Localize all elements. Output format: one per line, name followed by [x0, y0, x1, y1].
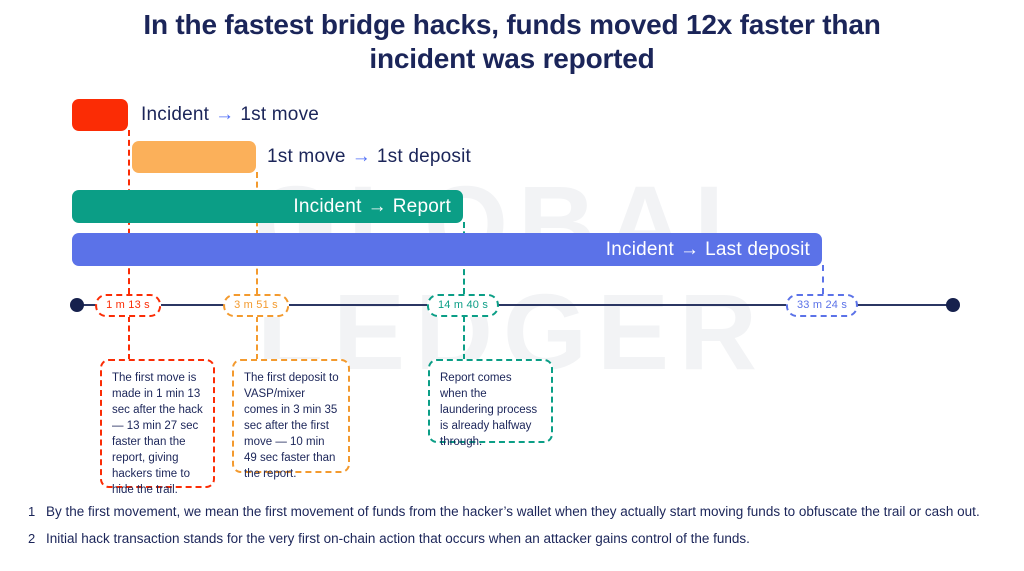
bar-incident-to-report[interactable]: Incident→Report	[72, 190, 463, 223]
bar-label-to-3: Last deposit	[705, 238, 810, 260]
bar-label-from-0: Incident	[141, 104, 210, 125]
note-first-move: The first move is made in 1 min 13 sec a…	[100, 359, 215, 496]
axis-end-dot	[946, 298, 960, 312]
bar-label-incident-to-first-move: Incident→1st move	[141, 104, 319, 126]
footnote-1: 1 By the first movement, we mean the fir…	[28, 503, 996, 521]
connector-line-1st-move-lower	[128, 316, 130, 360]
timeline-axis	[77, 304, 953, 306]
footnote-1-text: By the first movement, we mean the first…	[46, 504, 980, 519]
footnotes: 1 By the first movement, we mean the fir…	[28, 503, 996, 557]
axis-start-dot	[70, 298, 84, 312]
page-title: In the fastest bridge hacks, funds moved…	[143, 9, 881, 74]
arrow-icon-2: →	[367, 195, 387, 217]
axis-tick-33m24s[interactable]: 33 m 24 s	[785, 294, 859, 317]
axis-tick-1m13s[interactable]: 1 m 13 s	[95, 294, 161, 317]
bar-first-move-to-first-deposit[interactable]	[132, 141, 256, 173]
connector-line-last-deposit	[822, 265, 824, 294]
axis-tick-3m51s[interactable]: 3 m 51 s	[223, 294, 289, 317]
bar-label-to-2: Report	[392, 195, 451, 217]
connector-line-report-lower	[463, 316, 465, 360]
bar-label-from-1: 1st move	[267, 146, 346, 167]
footnote-2-text: Initial hack transaction stands for the …	[46, 531, 750, 546]
footnote-1-number: 1	[28, 504, 36, 519]
bar-label-to-0: 1st move	[240, 104, 320, 125]
connector-line-1st-deposit-lower	[256, 316, 258, 360]
timeline-chart: Incident→1st move 1st move→1st deposit I…	[70, 99, 960, 496]
arrow-icon-1: →	[351, 146, 371, 167]
bar-label-incident-to-last-deposit: Incident→Last deposit	[606, 239, 822, 261]
axis-tick-14m40s[interactable]: 14 m 40 s	[426, 294, 500, 317]
bar-label-from-3: Incident	[605, 238, 674, 260]
bar-label-to-1: 1st deposit	[376, 146, 471, 167]
note-report: Report comes when the laundering process…	[428, 359, 553, 448]
footnote-2-number: 2	[28, 531, 36, 546]
bar-label-first-move-to-first-deposit: 1st move→1st deposit	[267, 146, 471, 168]
bar-incident-to-last-deposit[interactable]: Incident→Last deposit	[72, 233, 822, 266]
bar-incident-to-first-move[interactable]	[72, 99, 128, 131]
bar-label-incident-to-report: Incident→Report	[293, 196, 463, 218]
bar-label-from-2: Incident	[293, 195, 362, 217]
note-first-deposit: The first deposit to VASP/mixer comes in…	[232, 359, 350, 480]
arrow-icon-3: →	[679, 238, 700, 260]
footnote-2: 2 Initial hack transaction stands for th…	[28, 530, 996, 548]
arrow-icon-0: →	[215, 104, 235, 125]
